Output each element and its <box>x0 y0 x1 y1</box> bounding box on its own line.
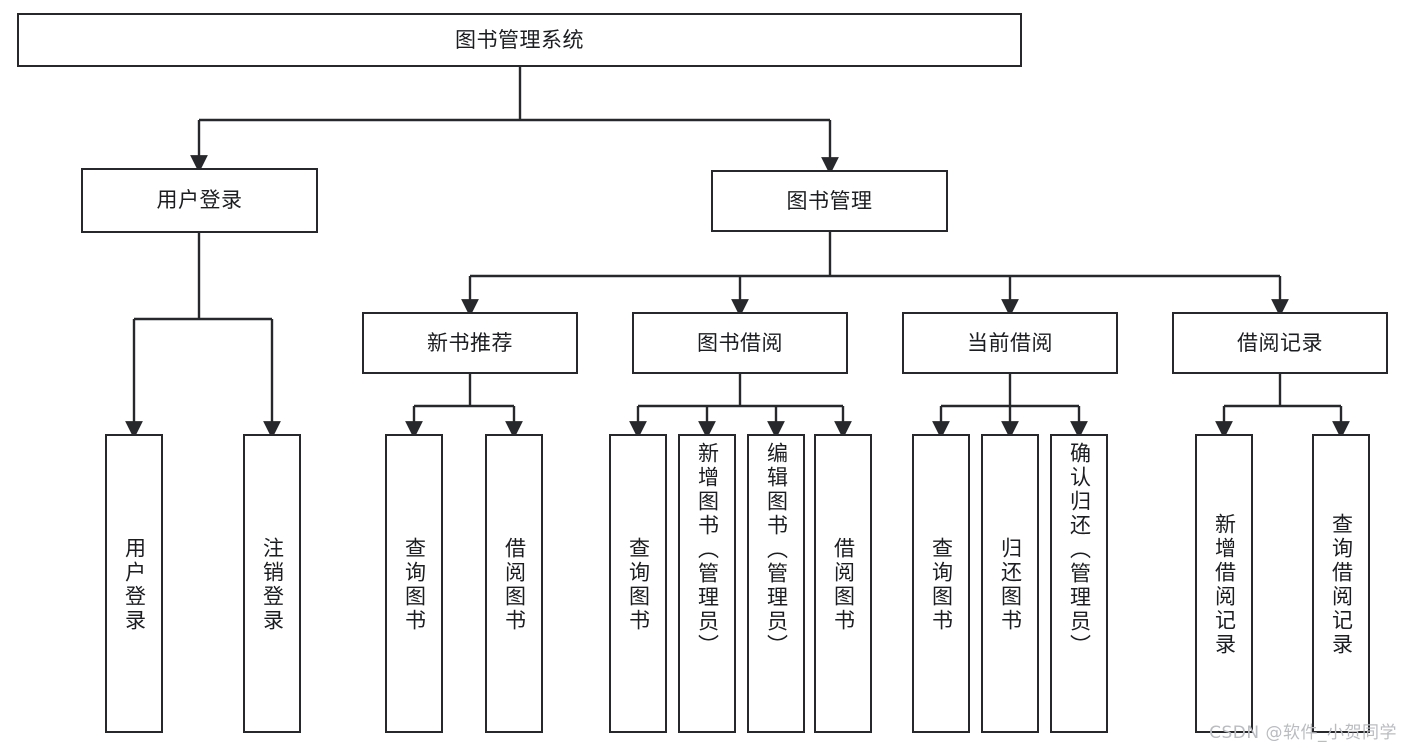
node-leaf-return-book[interactable]: 归还图书 <box>981 434 1039 733</box>
node-leaf-query-book-2[interactable]: 查询图书 <box>609 434 667 733</box>
node-new-book-recommend-label: 新书推荐 <box>427 330 513 355</box>
node-user-login[interactable]: 用户登录 <box>81 168 318 233</box>
node-leaf-query-book-3[interactable]: 查询图书 <box>912 434 970 733</box>
node-leaf-add-book-label: 新增图书（管理员） <box>695 442 720 658</box>
node-book-manage-label: 图书管理 <box>786 188 873 213</box>
node-leaf-query-book-1[interactable]: 查询图书 <box>385 434 443 733</box>
node-leaf-borrow-book-1-label: 借阅图书 <box>502 536 527 633</box>
node-leaf-logout-label: 注销登录 <box>260 536 285 633</box>
node-root-label: 图书管理系统 <box>455 27 584 52</box>
node-leaf-confirm-return-label: 确认归还（管理员） <box>1067 442 1092 658</box>
node-leaf-user-login-label: 用户登录 <box>122 536 147 633</box>
node-book-manage[interactable]: 图书管理 <box>711 170 948 232</box>
node-current-borrow-label: 当前借阅 <box>967 330 1053 355</box>
node-book-borrow-label: 图书借阅 <box>697 330 783 355</box>
node-leaf-return-book-label: 归还图书 <box>998 536 1023 633</box>
node-leaf-add-record[interactable]: 新增借阅记录 <box>1195 434 1253 733</box>
node-leaf-edit-book-label: 编辑图书（管理员） <box>764 442 789 658</box>
node-leaf-borrow-book-2-label: 借阅图书 <box>831 536 856 633</box>
node-leaf-borrow-book-2[interactable]: 借阅图书 <box>814 434 872 733</box>
node-leaf-borrow-book-1[interactable]: 借阅图书 <box>485 434 543 733</box>
node-leaf-query-book-2-label: 查询图书 <box>626 536 651 633</box>
node-leaf-add-book[interactable]: 新增图书（管理员） <box>678 434 736 733</box>
node-book-borrow[interactable]: 图书借阅 <box>632 312 848 374</box>
node-leaf-query-book-3-label: 查询图书 <box>929 536 954 633</box>
node-leaf-query-book-1-label: 查询图书 <box>402 536 427 633</box>
node-leaf-add-record-label: 新增借阅记录 <box>1212 512 1237 657</box>
node-leaf-confirm-return[interactable]: 确认归还（管理员） <box>1050 434 1108 733</box>
node-borrow-record-label: 借阅记录 <box>1237 330 1323 355</box>
node-leaf-query-record[interactable]: 查询借阅记录 <box>1312 434 1370 733</box>
node-leaf-user-login[interactable]: 用户登录 <box>105 434 163 733</box>
node-root[interactable]: 图书管理系统 <box>17 13 1022 67</box>
node-leaf-query-record-label: 查询借阅记录 <box>1329 512 1354 657</box>
csdn-watermark: CSDN @软件_小贺同学 <box>1209 723 1397 743</box>
node-leaf-logout[interactable]: 注销登录 <box>243 434 301 733</box>
node-current-borrow[interactable]: 当前借阅 <box>902 312 1118 374</box>
node-new-book-recommend[interactable]: 新书推荐 <box>362 312 578 374</box>
node-borrow-record[interactable]: 借阅记录 <box>1172 312 1388 374</box>
node-leaf-edit-book[interactable]: 编辑图书（管理员） <box>747 434 805 733</box>
node-user-login-label: 用户登录 <box>156 188 243 213</box>
